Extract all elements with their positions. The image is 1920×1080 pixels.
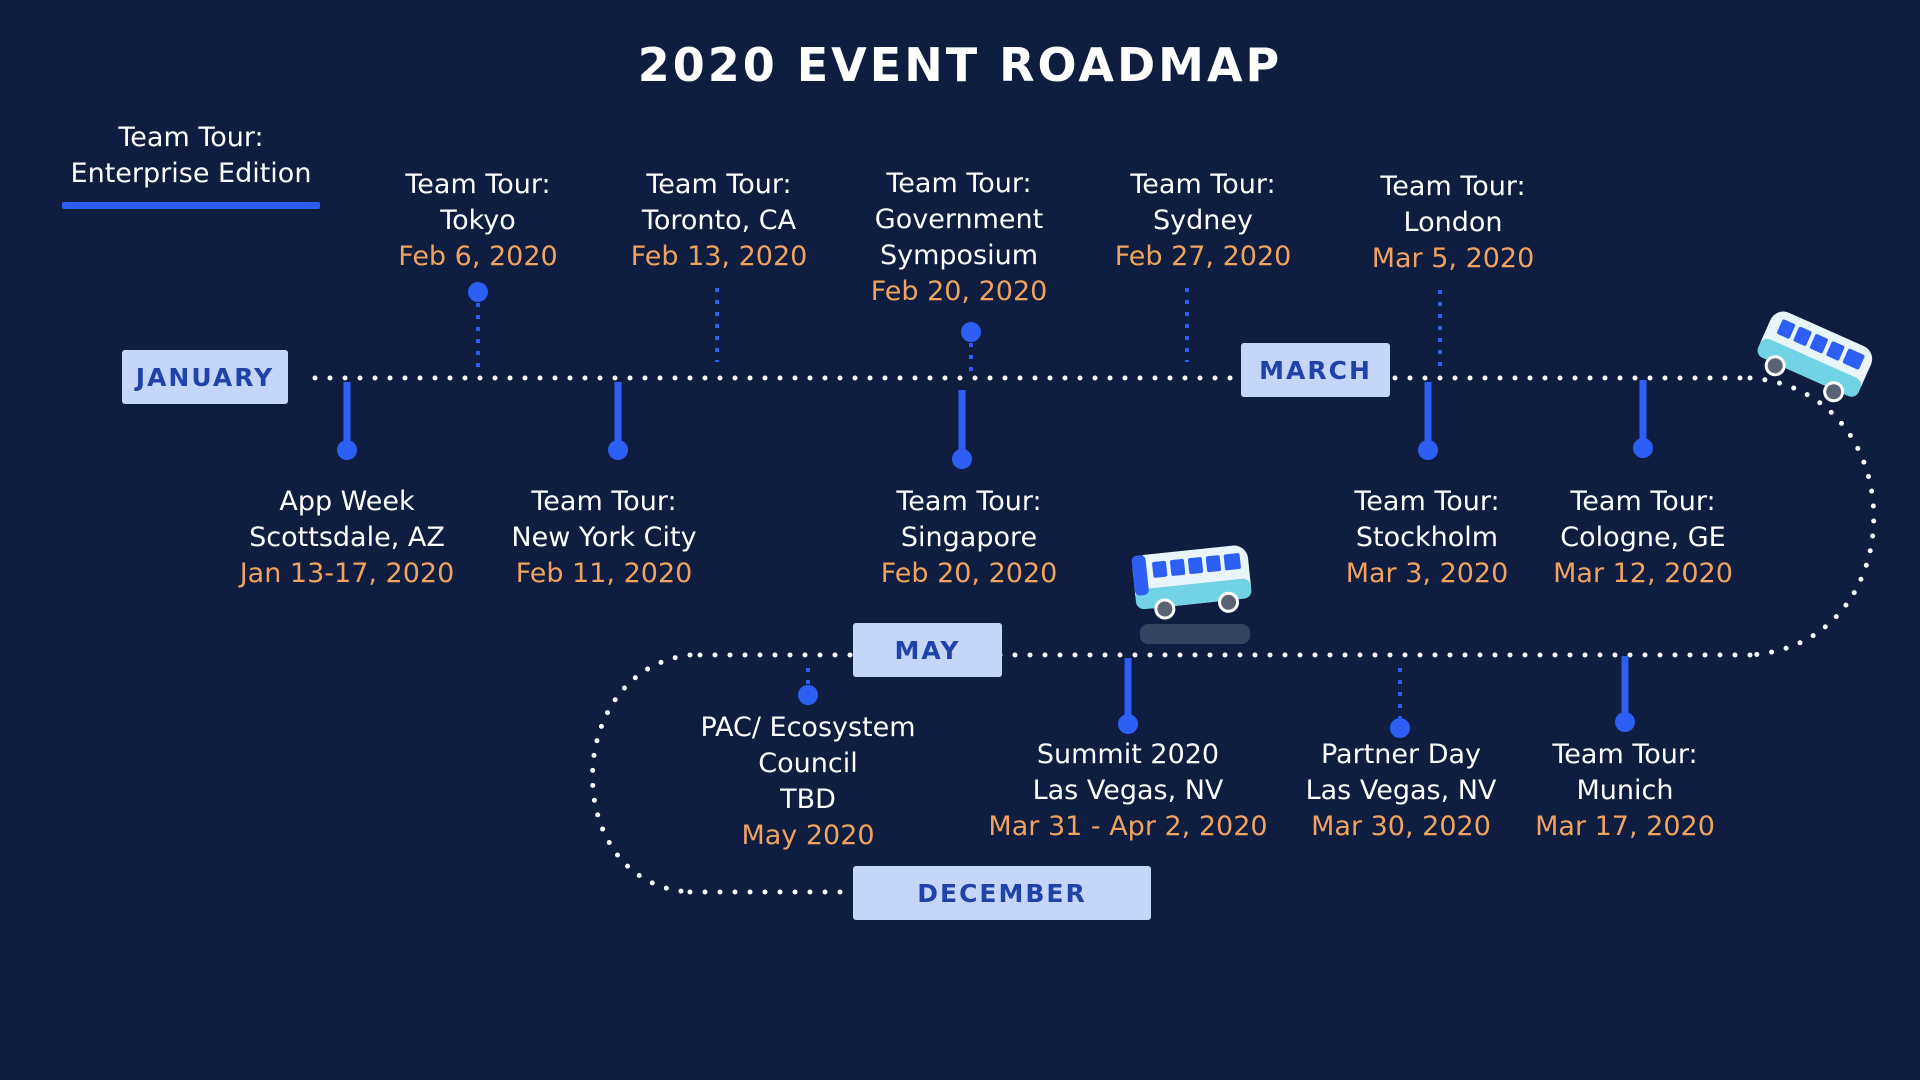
legend-line-2: Enterprise Edition bbox=[70, 158, 312, 189]
event-singapore-line-2: Singapore bbox=[900, 522, 1038, 553]
event-toronto-line-1: Team Tour: bbox=[646, 169, 792, 200]
event-sydney: Team Tour: Sydney Feb 27, 2020 bbox=[1063, 167, 1343, 275]
marker-new-york bbox=[608, 382, 628, 460]
event-app-week-line-2: Scottsdale, AZ bbox=[249, 522, 445, 553]
event-pac-line-2: Council bbox=[758, 748, 858, 779]
event-summit: Summit 2020 Las Vegas, NV Mar 31 - Apr 2… bbox=[978, 737, 1278, 845]
marker-pac bbox=[798, 668, 818, 705]
event-london-line-1: Team Tour: bbox=[1380, 171, 1526, 202]
marker-partner-day bbox=[1390, 668, 1410, 738]
marker-government bbox=[961, 322, 981, 375]
event-partner-day-line-2: Las Vegas, NV bbox=[1305, 775, 1497, 806]
event-london: Team Tour: London Mar 5, 2020 bbox=[1313, 169, 1593, 277]
month-december: DECEMBER bbox=[853, 866, 1151, 920]
event-tokyo: Team Tour: Tokyo Feb 6, 2020 bbox=[338, 167, 618, 275]
bus-icon bbox=[1757, 311, 1873, 403]
event-toronto-line-2: Toronto, CA bbox=[641, 205, 797, 236]
event-partner-day-date: Mar 30, 2020 bbox=[1311, 811, 1491, 842]
event-government-line-3: Symposium bbox=[879, 240, 1039, 271]
event-singapore: Team Tour: Singapore Feb 20, 2020 bbox=[829, 484, 1109, 592]
event-toronto-date: Feb 13, 2020 bbox=[630, 241, 808, 272]
marker-cologne bbox=[1633, 380, 1653, 458]
month-march: MARCH bbox=[1241, 343, 1390, 397]
event-singapore-line-1: Team Tour: bbox=[896, 486, 1042, 517]
event-markers bbox=[337, 282, 1653, 738]
marker-stockholm bbox=[1418, 382, 1438, 460]
event-munich: Team Tour: Munich Mar 17, 2020 bbox=[1485, 737, 1765, 845]
event-new-york-line-1: Team Tour: bbox=[531, 486, 677, 517]
event-singapore-date: Feb 20, 2020 bbox=[880, 558, 1058, 589]
event-tokyo-date: Feb 6, 2020 bbox=[398, 241, 558, 272]
event-government-date: Feb 20, 2020 bbox=[870, 276, 1048, 307]
event-government-line-2: Government bbox=[874, 204, 1044, 235]
event-summit-line-1: Summit 2020 bbox=[1036, 739, 1220, 770]
event-cologne-line-2: Cologne, GE bbox=[1560, 522, 1726, 553]
event-government-line-1: Team Tour: bbox=[886, 168, 1032, 199]
event-stockholm-line-1: Team Tour: bbox=[1354, 486, 1500, 517]
page-title: 2020 EVENT ROADMAP bbox=[637, 38, 1283, 92]
marker-tokyo bbox=[468, 282, 488, 375]
event-tokyo-line-2: Tokyo bbox=[440, 205, 516, 236]
event-partner-day-line-1: Partner Day bbox=[1320, 739, 1482, 770]
event-pac-line-1: PAC/ Ecosystem bbox=[700, 712, 916, 743]
bus-icon bbox=[1131, 545, 1252, 620]
marker-singapore bbox=[952, 390, 972, 469]
event-summit-line-2: Las Vegas, NV bbox=[1032, 775, 1224, 806]
event-munich-line-2: Munich bbox=[1576, 775, 1674, 806]
bus-reflection bbox=[1140, 624, 1250, 644]
event-cologne: Team Tour: Cologne, GE Mar 12, 2020 bbox=[1503, 484, 1783, 592]
event-government: Team Tour: Government Symposium Feb 20, … bbox=[819, 166, 1099, 310]
marker-summit bbox=[1118, 658, 1138, 734]
event-munich-date: Mar 17, 2020 bbox=[1535, 811, 1715, 842]
event-new-york-date: Feb 11, 2020 bbox=[515, 558, 693, 589]
event-london-date: Mar 5, 2020 bbox=[1371, 243, 1535, 274]
month-may: MAY bbox=[853, 623, 1002, 677]
legend-swatch bbox=[62, 202, 320, 209]
event-cologne-line-1: Team Tour: bbox=[1570, 486, 1716, 517]
event-toronto: Team Tour: Toronto, CA Feb 13, 2020 bbox=[579, 167, 859, 275]
event-new-york: Team Tour: New York City Feb 11, 2020 bbox=[464, 484, 744, 592]
event-app-week-date: Jan 13-17, 2020 bbox=[239, 558, 455, 589]
event-munich-line-1: Team Tour: bbox=[1552, 739, 1698, 770]
event-pac-date: May 2020 bbox=[741, 820, 875, 851]
marker-app-week bbox=[337, 382, 357, 460]
event-tokyo-line-1: Team Tour: bbox=[405, 169, 551, 200]
event-stockholm: Team Tour: Stockholm Mar 3, 2020 bbox=[1287, 484, 1567, 592]
event-cologne-date: Mar 12, 2020 bbox=[1553, 558, 1733, 589]
legend: Team Tour: Enterprise Edition bbox=[62, 120, 320, 192]
event-app-week: App Week Scottsdale, AZ Jan 13-17, 2020 bbox=[207, 484, 487, 592]
event-new-york-line-2: New York City bbox=[511, 522, 697, 553]
event-sydney-line-1: Team Tour: bbox=[1130, 169, 1276, 200]
event-london-line-2: London bbox=[1403, 207, 1503, 238]
month-january: JANUARY bbox=[122, 350, 288, 404]
event-pac: PAC/ Ecosystem Council TBD May 2020 bbox=[668, 710, 948, 854]
event-stockholm-date: Mar 3, 2020 bbox=[1345, 558, 1509, 589]
event-app-week-line-1: App Week bbox=[279, 486, 415, 517]
event-stockholm-line-2: Stockholm bbox=[1355, 522, 1499, 553]
event-sydney-date: Feb 27, 2020 bbox=[1114, 241, 1292, 272]
event-partner-day: Partner Day Las Vegas, NV Mar 30, 2020 bbox=[1261, 737, 1541, 845]
event-sydney-line-2: Sydney bbox=[1153, 205, 1253, 236]
event-summit-date: Mar 31 - Apr 2, 2020 bbox=[988, 811, 1268, 842]
event-pac-line-3: TBD bbox=[780, 784, 836, 815]
marker-munich bbox=[1615, 656, 1635, 732]
legend-line-1: Team Tour: bbox=[118, 122, 264, 153]
